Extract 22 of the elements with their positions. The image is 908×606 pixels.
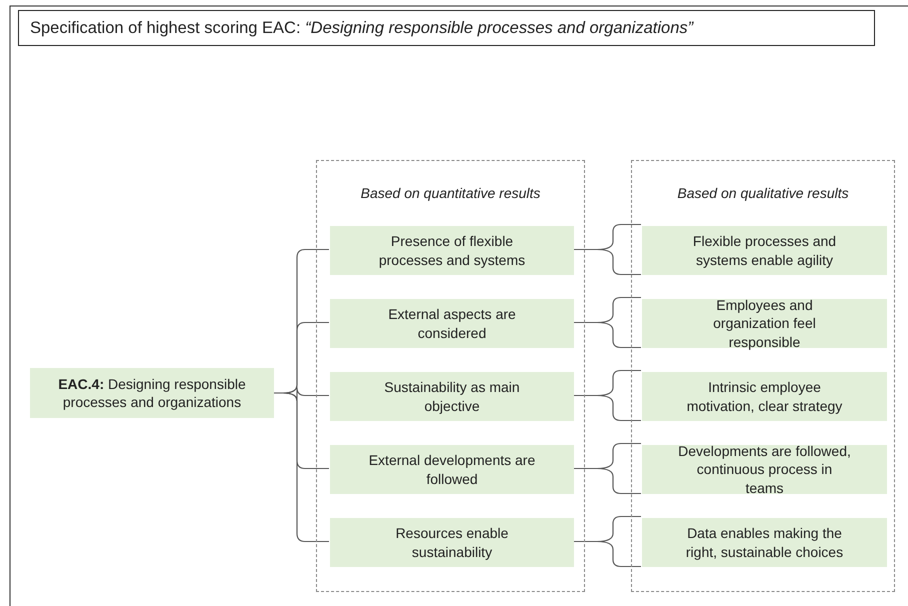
text-box: External developments are followed [330, 445, 574, 494]
text-box: Resources enable sustainability [330, 518, 574, 567]
text-box: Sustainability as main objective [330, 372, 574, 421]
text-box: Data enables making the right, sustainable choices [642, 518, 887, 567]
curly-bracket [572, 516, 642, 568]
curly-bracket [572, 224, 642, 276]
text-box: Intrinsic employee motivation, clear strategy [642, 372, 887, 421]
curly-bracket [572, 442, 642, 494]
curly-bracket [572, 296, 642, 348]
dashed-group-box [316, 160, 585, 592]
group-heading: Based on qualitative results [676, 185, 850, 201]
curly-bracket [572, 370, 642, 422]
text-box: Presence of flexible processes and systems [330, 226, 574, 275]
text-box: EAC.4: Designing responsible processes and organizations [30, 368, 274, 418]
curly-bracket [274, 392, 329, 542]
text-box: Flexible processes and systems enable agility [642, 226, 887, 275]
text-box: Developments are followed, continuous process in teams [642, 445, 887, 494]
group-heading: Based on quantitative results [360, 185, 542, 201]
text-box: Employees and organization feel responsible [642, 299, 887, 348]
title-text: Specification of highest scoring EAC: “Designing responsible processes and organizations” [18, 10, 875, 46]
dashed-group-box [631, 160, 895, 592]
text-box: External aspects are considered [330, 299, 574, 348]
